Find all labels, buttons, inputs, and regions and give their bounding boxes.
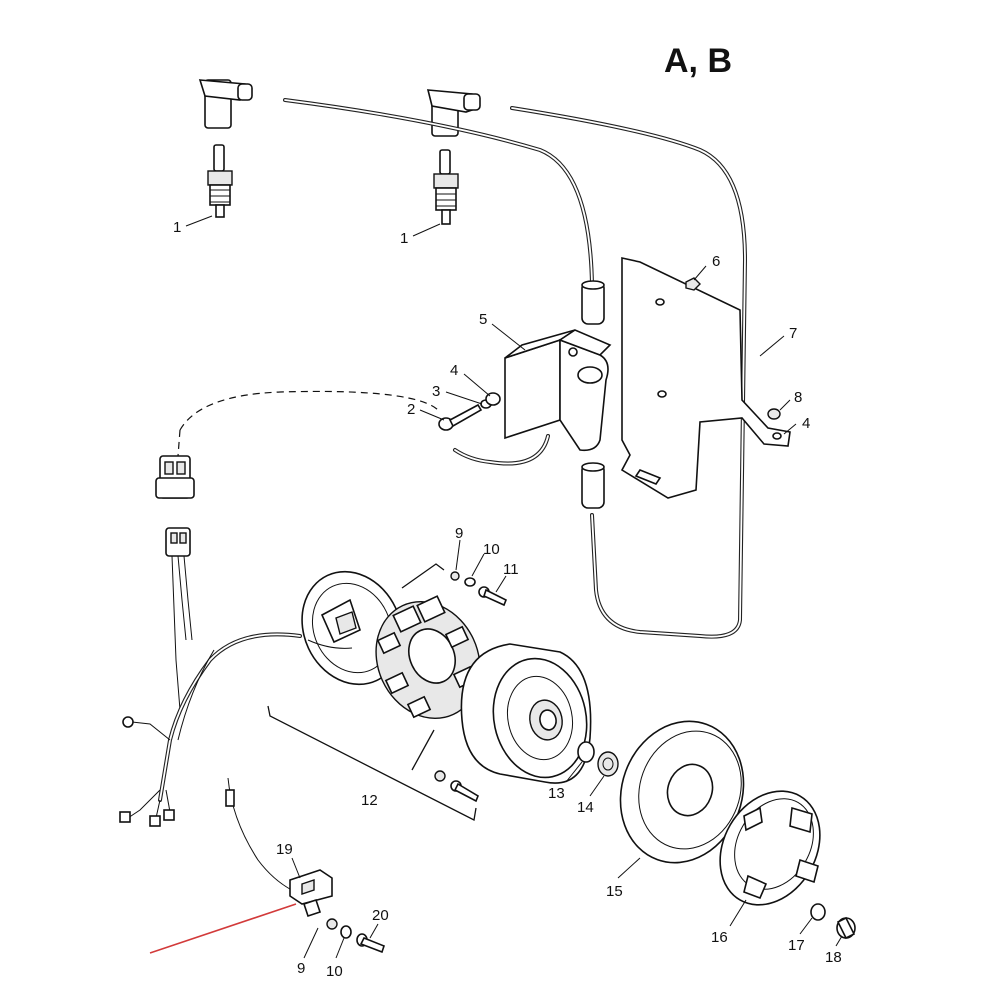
- nut-lower: [767, 408, 781, 420]
- sensor-washer-10: [340, 925, 352, 939]
- stator-assembly-bracket: [267, 563, 477, 821]
- spark-plug-right: [433, 149, 459, 225]
- part-label-4-bracket: 4: [802, 415, 810, 432]
- stator-screw-11: [478, 586, 508, 607]
- part-label-20: 20: [372, 907, 389, 924]
- part-label-1-right: 1: [400, 230, 408, 247]
- stator-coil: [375, 595, 481, 720]
- stator-washer-10: [464, 577, 476, 587]
- stator-washer-lower: [434, 770, 446, 782]
- part-label-3: 3: [432, 383, 440, 400]
- part-label-10-stator: 10: [483, 541, 500, 558]
- nut-upper: [685, 277, 701, 291]
- recoil-fan-cover: [719, 790, 821, 906]
- part-label-12: 12: [361, 792, 378, 809]
- spark-plug-cap-left: [198, 79, 253, 129]
- stator-washer-9: [450, 571, 460, 581]
- ht-lead-boot-lower: [581, 462, 605, 509]
- ht-lead-right: [510, 106, 748, 639]
- sensor-screw-20: [356, 933, 385, 954]
- fan-cover-washer: [810, 903, 826, 921]
- harness-dashed-connection: [179, 390, 441, 431]
- ht-lead-upper: [283, 98, 594, 287]
- part-label-17: 17: [788, 937, 805, 954]
- ignition-coil: [453, 329, 612, 466]
- part-label-8: 8: [794, 389, 802, 406]
- part-label-1-left: 1: [173, 219, 181, 236]
- part-label-4-coil: 4: [450, 362, 458, 379]
- spark-plug-left: [207, 144, 233, 218]
- flywheel-rotor: [460, 643, 592, 784]
- wiring-harness: [119, 555, 302, 827]
- part-label-9-sensor: 9: [297, 960, 305, 977]
- leader-lines: [185, 215, 843, 959]
- pointer-arrow: [149, 903, 297, 954]
- pulse-sensor: [225, 777, 333, 918]
- part-label-15: 15: [606, 883, 623, 900]
- part-label-13: 13: [548, 785, 565, 802]
- part-label-10-sensor: 10: [326, 963, 343, 980]
- part-label-19: 19: [276, 841, 293, 858]
- part-label-7: 7: [789, 325, 797, 342]
- part-label-18: 18: [825, 949, 842, 966]
- part-label-14: 14: [577, 799, 594, 816]
- part-label-11: 11: [503, 561, 519, 578]
- stator-screw-lower: [450, 780, 479, 803]
- harness-connector-upper: [155, 455, 195, 499]
- diagram-title: A, B: [664, 42, 732, 80]
- fan-cover-bolt: [836, 916, 856, 940]
- coil-mounting-bracket: [620, 257, 791, 499]
- ht-lead-boot-upper: [581, 280, 605, 325]
- harness-dashed-lower: [177, 429, 181, 457]
- stator-lead: [307, 639, 353, 649]
- part-label-5: 5: [479, 311, 487, 328]
- flywheel-nut: [597, 751, 619, 777]
- part-label-16: 16: [711, 929, 728, 946]
- part-label-2: 2: [407, 401, 415, 418]
- part-label-6: 6: [712, 253, 720, 270]
- bolt: [438, 403, 483, 431]
- sensor-washer-9: [326, 918, 338, 930]
- flywheel-washer: [577, 741, 595, 763]
- part-label-9-stator: 9: [455, 525, 463, 542]
- harness-connector-lower: [165, 527, 191, 557]
- starter-pulley: [619, 720, 745, 864]
